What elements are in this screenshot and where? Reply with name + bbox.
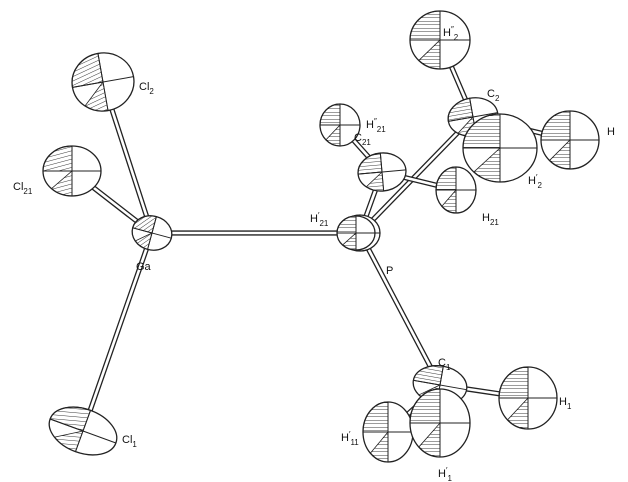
label-h1: H1 [559, 396, 572, 411]
label-p: P [386, 265, 393, 277]
atom-h21 [435, 166, 477, 214]
label-cl1: Cl1 [122, 434, 137, 449]
atom-h11p [362, 401, 414, 463]
bond-p-c1 [357, 231, 443, 387]
label-c21: C21 [354, 132, 371, 147]
atom-h1p [409, 388, 471, 458]
bond-p-c2 [358, 115, 475, 235]
atom-h2p [462, 113, 538, 183]
label-h2p: H′2 [528, 173, 542, 190]
atom-h21pp [319, 103, 361, 147]
atom-ga [131, 215, 173, 251]
label-c2: C2 [487, 88, 500, 103]
label-h21p: H′21 [310, 211, 329, 228]
label-cl2: Cl2 [139, 81, 154, 96]
atom-h1 [498, 366, 558, 430]
atom-c21 [357, 152, 407, 192]
atom-cl21 [42, 145, 102, 197]
atom-cl1 [48, 406, 118, 456]
bond-ga-cl1 [80, 232, 155, 432]
label-h21pp: H″21 [366, 117, 386, 134]
atom-h2pp [409, 10, 471, 70]
label-h21: H21 [482, 212, 499, 227]
atom-h2 [540, 110, 600, 170]
label-h2: H [607, 126, 615, 138]
label-h11p: H′11 [341, 430, 359, 447]
atom-cl2 [71, 52, 135, 112]
label-ga: Ga [136, 261, 152, 273]
atoms-layer [42, 10, 600, 463]
label-h2pp: H″2 [443, 25, 459, 42]
label-h1p: H′1 [438, 466, 452, 482]
atom-h21p [336, 215, 376, 251]
label-cl21: Cl21 [13, 181, 33, 196]
label-c1: C1 [438, 357, 451, 372]
